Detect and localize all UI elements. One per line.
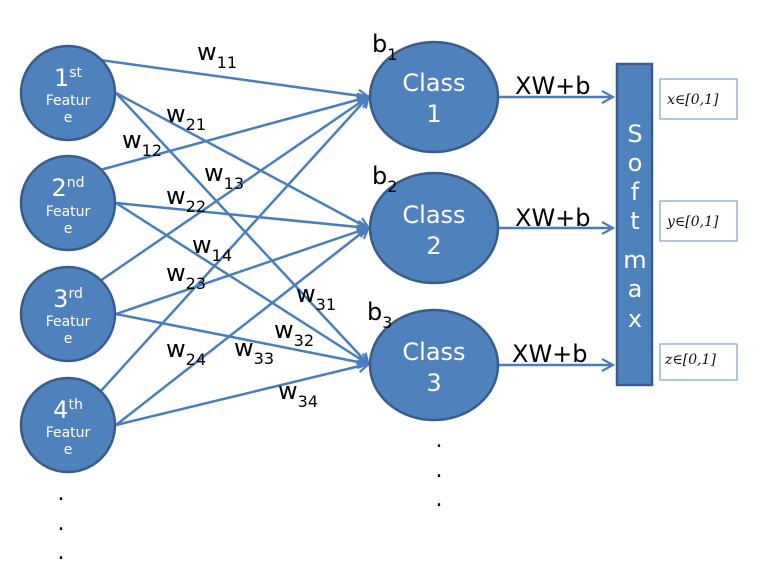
svg-text:x: x xyxy=(628,305,642,333)
svg-text:S: S xyxy=(627,120,642,148)
svg-text:o: o xyxy=(628,149,643,177)
svg-text:.: . xyxy=(58,511,65,536)
range-box-x: x∈[0,1] xyxy=(659,78,738,120)
svg-text:3rd: 3rd xyxy=(53,285,83,313)
weight-w34: w34 xyxy=(278,377,318,411)
svg-text:m: m xyxy=(623,246,646,274)
svg-text:e: e xyxy=(64,110,73,126)
svg-text:1: 1 xyxy=(426,100,441,128)
weight-w32: w32 xyxy=(274,316,314,350)
edge-f1-c1 xyxy=(99,58,368,97)
feature-node-3: 3rd Featur e xyxy=(19,265,117,363)
svg-text:.: . xyxy=(58,481,65,506)
feature-node-4: 4th Featur e xyxy=(19,376,117,474)
svg-text:z∈[0,1]: z∈[0,1] xyxy=(664,352,716,368)
edge-f2-c3 xyxy=(115,201,368,364)
svg-text:f: f xyxy=(631,178,640,206)
range-box-z: z∈[0,1] xyxy=(659,343,738,381)
bias-label-1: b1 xyxy=(372,30,397,64)
svg-text:Featur: Featur xyxy=(46,204,91,220)
svg-text:3: 3 xyxy=(426,369,441,397)
weight-w13: w13 xyxy=(204,159,244,193)
output-arrows xyxy=(498,97,612,365)
edge-f1-c3 xyxy=(115,92,368,364)
range-box-y: y∈[0,1] xyxy=(659,200,738,242)
edge-f4-c1 xyxy=(99,97,368,393)
svg-text:1st: 1st xyxy=(54,64,83,92)
class-node-1: Class 1 xyxy=(368,40,500,154)
svg-text:Featur: Featur xyxy=(46,425,91,441)
svg-text:4th: 4th xyxy=(53,396,83,424)
weight-labels: w11 w21 w12 w13 w22 w14 w23 w31 w32 w33 … xyxy=(122,38,336,411)
svg-text:Class: Class xyxy=(402,201,465,229)
svg-text:Featur: Featur xyxy=(46,93,91,109)
classes-ellipsis: . . . xyxy=(436,428,443,512)
class-node-2: Class 2 xyxy=(368,171,500,285)
weight-w33: w33 xyxy=(234,334,274,368)
svg-text:t: t xyxy=(630,207,639,235)
feature-node-2: 2nd Featur e xyxy=(19,154,117,252)
svg-text:e: e xyxy=(64,442,73,458)
svg-text:.: . xyxy=(436,428,443,453)
output-formula-1: XW+b xyxy=(515,72,591,100)
weight-w22: w22 xyxy=(166,182,206,216)
features-ellipsis: . . . xyxy=(58,481,65,565)
weight-w23: w23 xyxy=(166,259,206,293)
svg-text:y∈[0,1]: y∈[0,1] xyxy=(666,214,719,230)
weight-w24: w24 xyxy=(166,335,206,369)
edge-f4-c2 xyxy=(115,228,368,426)
svg-text:.: . xyxy=(436,458,443,483)
svg-text:a: a xyxy=(628,275,643,303)
output-formula-3: XW+b xyxy=(512,340,588,368)
weight-w11: w11 xyxy=(197,38,237,72)
svg-text:2: 2 xyxy=(426,232,441,260)
feature-node-1: 1st Featur e xyxy=(19,44,117,142)
edge-f3-c3 xyxy=(115,312,368,364)
svg-text:e: e xyxy=(64,331,73,347)
svg-text:e: e xyxy=(64,221,73,237)
edge-f2-c1 xyxy=(99,97,368,172)
weight-w14: w14 xyxy=(192,231,232,265)
edge-f1-c2 xyxy=(115,91,368,228)
svg-text:Featur: Featur xyxy=(46,314,91,330)
output-formula-2: XW+b xyxy=(515,204,591,232)
svg-text:Class: Class xyxy=(402,69,465,97)
bias-label-3: b3 xyxy=(367,298,392,332)
class-node-3: Class 3 xyxy=(368,308,500,422)
edge-f3-c1 xyxy=(99,97,368,283)
weight-w12: w12 xyxy=(122,126,162,160)
edge-f2-c2 xyxy=(115,201,368,228)
bias-label-2: b2 xyxy=(372,162,397,196)
edge-f4-c3 xyxy=(115,364,368,427)
svg-text:.: . xyxy=(58,540,65,565)
edge-f3-c2 xyxy=(115,228,368,316)
svg-text:2nd: 2nd xyxy=(51,174,84,202)
softmax-box: S o f t m a x xyxy=(615,62,654,387)
weight-w31: w31 xyxy=(296,280,336,314)
svg-text:x∈[0,1]: x∈[0,1] xyxy=(667,92,719,108)
connections xyxy=(99,58,368,427)
weight-w21: w21 xyxy=(166,100,206,134)
svg-text:.: . xyxy=(436,487,443,512)
svg-text:Class: Class xyxy=(402,338,465,366)
